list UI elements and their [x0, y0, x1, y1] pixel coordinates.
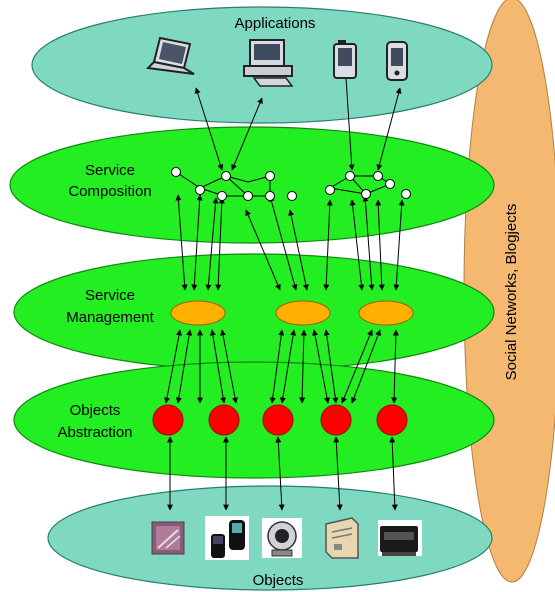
arrows — [164, 61, 405, 511]
composition-node — [345, 171, 355, 181]
pda-icon — [333, 40, 357, 79]
mobile-phones-icon — [205, 516, 249, 560]
applications-label: Applications — [235, 15, 316, 32]
service-node — [275, 300, 331, 326]
composition-node — [243, 191, 253, 201]
object-node — [376, 404, 408, 436]
service-management-label-line1: Service — [85, 287, 135, 304]
composition-node — [221, 171, 231, 181]
object-node — [208, 404, 240, 436]
composition-nodes — [171, 167, 411, 201]
object-nodes — [152, 404, 408, 436]
object-node — [152, 404, 184, 436]
objects-label: Objects — [253, 572, 304, 589]
service-composition-label-line1: Service — [85, 162, 135, 179]
service-node — [170, 300, 226, 326]
side-panel-label: Social Networks, Blogjects — [503, 204, 520, 381]
composition-node — [385, 179, 395, 189]
object-node — [262, 404, 294, 436]
composition-node — [325, 185, 335, 195]
objects-abstraction-label-line1: Objects — [70, 402, 121, 419]
composition-node — [287, 191, 297, 201]
laptop-icon — [145, 36, 195, 75]
mobile-phone-icon — [386, 41, 408, 81]
objects-abstraction-layer — [13, 361, 495, 479]
sensor-board-icon — [151, 521, 185, 555]
composition-node — [265, 191, 275, 201]
composition-node — [361, 189, 371, 199]
server-icon — [325, 517, 359, 559]
composition-node — [171, 167, 181, 177]
webcam-icon — [262, 518, 302, 558]
composition-node — [373, 171, 383, 181]
service-node — [358, 300, 414, 326]
composition-node — [217, 191, 227, 201]
composition-node — [265, 171, 275, 181]
service-composition-label-line2: Composition — [68, 183, 151, 200]
service-nodes — [170, 300, 414, 326]
composition-node — [401, 189, 411, 199]
object-node — [320, 404, 352, 436]
desktop-pc-icon — [243, 39, 294, 87]
service-management-label-line2: Management — [66, 309, 154, 326]
composition-node — [195, 185, 205, 195]
objects-abstraction-label-line2: Abstraction — [57, 424, 132, 441]
printer-icon — [378, 520, 422, 556]
